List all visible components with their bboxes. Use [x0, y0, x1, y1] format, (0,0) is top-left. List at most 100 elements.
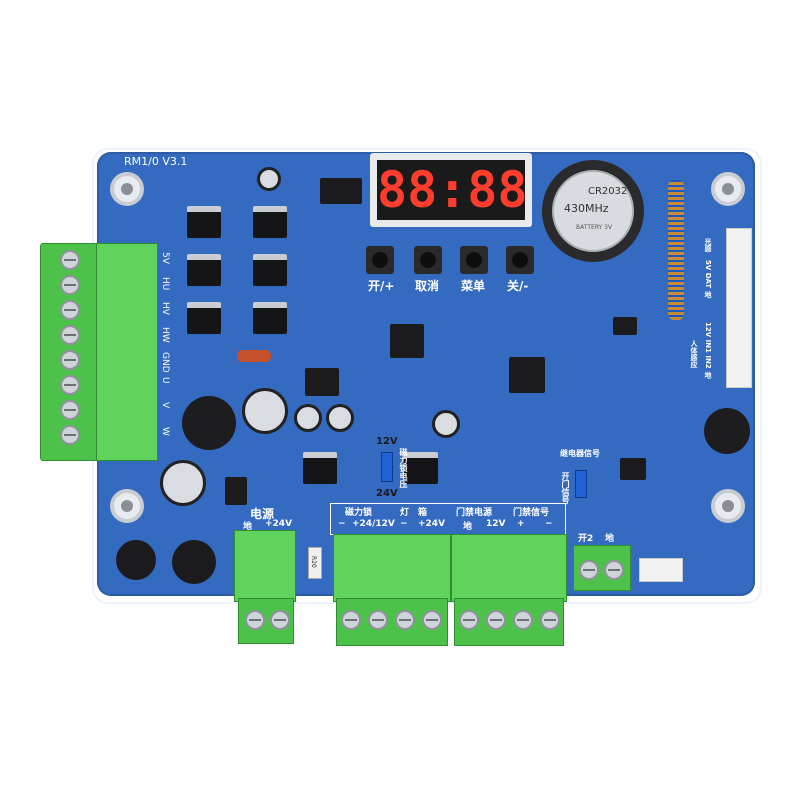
screw-door-signal-2[interactable] — [540, 610, 560, 630]
voltage-12v-label: 12V — [376, 436, 398, 447]
mosfet-2 — [253, 206, 287, 238]
screw-door-power-1[interactable] — [459, 610, 479, 630]
resistor-r20-label: R20 — [310, 556, 317, 568]
crystal-label: 430MHz — [564, 202, 609, 215]
left-terminal-label-4: HW — [160, 327, 170, 343]
screw-open2-2[interactable] — [604, 560, 624, 580]
mounting-hole-top-left — [110, 172, 144, 206]
left-terminal-label-7: V — [160, 402, 170, 409]
mosfet-1 — [187, 206, 221, 238]
mosfet-6 — [253, 302, 287, 334]
small-connector-bottom — [639, 558, 683, 582]
right-label-mid: 5V DAT 地 — [704, 260, 712, 298]
right-label-bottom: 人体感应 — [690, 340, 698, 368]
coin-battery: 430MHz CR2032 BATTERY 3V — [552, 170, 634, 252]
door-signal-title: 门禁信号 — [513, 508, 550, 518]
left-terminal-label-6: U — [160, 377, 170, 384]
thermistor-left — [116, 540, 156, 580]
mosfet-lower-2 — [404, 452, 438, 484]
screw-left-8[interactable] — [60, 425, 80, 445]
mounting-hole-bottom-left — [110, 489, 144, 523]
lightbox-pin-2: +24V — [418, 519, 446, 529]
capacitor-top — [257, 167, 281, 191]
maglock-pin-1: − — [338, 519, 346, 529]
screw-lightbox-1[interactable] — [395, 610, 415, 630]
jumper-voltage[interactable] — [381, 452, 393, 482]
capacitor-medium-3 — [432, 410, 460, 438]
screw-door-power-2[interactable] — [486, 610, 506, 630]
button-label-menu: 菜单 — [461, 279, 486, 293]
screw-left-5[interactable] — [60, 350, 80, 370]
board-model-label: RM1/0 V3.1 — [124, 155, 188, 168]
door-signal-pin-1: + — [517, 519, 525, 529]
open-signal-label: 开门信号 — [561, 472, 570, 504]
screw-power-2[interactable] — [270, 610, 290, 630]
output-terminal-plug-2 — [451, 534, 567, 602]
buzzer — [704, 408, 750, 454]
maglock-pin-2: +24/12V — [352, 519, 395, 529]
screw-maglock-2[interactable] — [368, 610, 388, 630]
voltage-24v-label: 24V — [376, 488, 398, 499]
mounting-hole-bottom-right — [711, 489, 745, 523]
screw-left-6[interactable] — [60, 375, 80, 395]
resistor-red — [237, 350, 271, 362]
open2-pin-1: 开2 — [578, 534, 594, 544]
led-display: 88:88 — [377, 160, 528, 220]
door-power-pin-2: 12V — [486, 519, 506, 529]
door-power-title: 门禁电源 — [456, 508, 493, 518]
right-connector — [726, 228, 752, 388]
open2-pin-2: 地 — [605, 534, 615, 544]
button-label-open: 开/+ — [368, 279, 395, 293]
ic-chip-mcu — [509, 357, 545, 393]
ic-chip-small-1 — [613, 317, 637, 335]
display-digits: 88:88 — [377, 161, 528, 219]
jumper-relay[interactable] — [575, 470, 587, 498]
screw-left-7[interactable] — [60, 400, 80, 420]
button-close-minus[interactable] — [506, 246, 534, 274]
mosfet-3 — [187, 254, 221, 286]
capacitor-large — [242, 388, 288, 434]
screw-left-1[interactable] — [60, 250, 80, 270]
left-terminal-label-3: HV — [160, 302, 170, 315]
button-cancel[interactable] — [414, 246, 442, 274]
voltage-select-label: 磁力锁电压 — [399, 448, 408, 488]
mosfet-5 — [187, 302, 221, 334]
battery-sub-label: BATTERY 3V — [576, 224, 613, 231]
power-pin-2: +24V — [265, 519, 293, 529]
left-terminal-label-5: GND — [160, 352, 170, 373]
button-label-close: 关/- — [507, 279, 529, 293]
door-signal-pin-2: − — [545, 519, 553, 529]
left-terminal-label-1: 5V — [160, 252, 170, 264]
resistor-r20: R20 — [308, 547, 322, 579]
right-label-low: 12V IN1 IN2 地 — [704, 322, 712, 379]
battery-label: CR2032 — [588, 186, 628, 197]
screw-maglock-1[interactable] — [341, 610, 361, 630]
maglock-title: 磁力锁 — [345, 508, 373, 518]
door-power-pin-1: 地 — [463, 522, 473, 532]
left-terminal-label-2: HU — [160, 277, 170, 291]
screw-left-3[interactable] — [60, 300, 80, 320]
ic-chip-top — [320, 178, 362, 204]
screw-lightbox-2[interactable] — [422, 610, 442, 630]
button-open-plus[interactable] — [366, 246, 394, 274]
ic-chip-small-3 — [225, 477, 247, 505]
screw-left-4[interactable] — [60, 325, 80, 345]
left-terminal-plug — [96, 243, 158, 461]
capacitor-medium-2 — [326, 404, 354, 432]
relay-label: 继电器信号 — [560, 449, 600, 458]
screw-open2-1[interactable] — [579, 560, 599, 580]
power-title: 电源 — [250, 507, 275, 521]
screw-left-2[interactable] — [60, 275, 80, 295]
ic-chip-small-2 — [620, 458, 646, 480]
right-label-light: 光感 — [704, 238, 712, 252]
screw-door-signal-1[interactable] — [513, 610, 533, 630]
regulator — [305, 368, 339, 396]
power-pin-1: 地 — [243, 522, 253, 532]
power-terminal-plug — [234, 530, 296, 602]
mounting-hole-top-right — [711, 172, 745, 206]
capacitor-left — [160, 460, 206, 506]
screw-power-1[interactable] — [245, 610, 265, 630]
capacitor-medium-1 — [294, 404, 322, 432]
button-menu[interactable] — [460, 246, 488, 274]
button-label-cancel: 取消 — [415, 279, 440, 293]
